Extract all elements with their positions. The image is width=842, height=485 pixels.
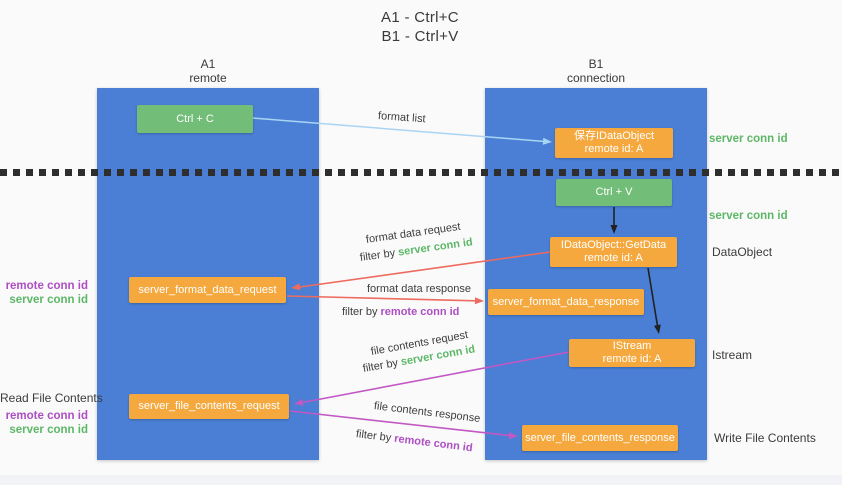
server-conn-id-label: server conn id [9, 294, 88, 306]
filter-prefix: filter by [355, 428, 392, 445]
save-dataobject-line2: remote id: A [584, 143, 644, 155]
read-file-contents-label: Read File Contents [0, 391, 103, 405]
server-file-contents-response-node: server_file_contents_response [522, 425, 678, 451]
istream-line1: IStream [612, 340, 652, 352]
server-file-contents-request-node: server_file_contents_request [129, 394, 289, 419]
file-contents-response-label: file contents response [373, 400, 481, 425]
server-file-contents-response-label: server_file_contents_response [525, 431, 675, 444]
filter-prefix: filter by [342, 306, 378, 318]
format-list-label: format list [377, 110, 426, 126]
format-data-response-filter: filter by remote conn id [342, 306, 459, 318]
file-contents-response-filter: filter by remote conn id [355, 428, 473, 454]
write-file-contents-label: Write File Contents [714, 431, 816, 445]
left-file-conn-ids: remote conn id server conn id [0, 409, 88, 437]
filter-key-remote-conn-id: remote conn id [393, 432, 474, 455]
ctrl-c-node: Ctrl + C [137, 105, 253, 133]
left-request-conn-ids: remote conn id server conn id [0, 279, 88, 307]
title-line-ctrl-v: B1 - Ctrl+V [381, 28, 459, 45]
server-format-data-request-label: server_format_data_request [138, 283, 277, 296]
ctrl-c-label: Ctrl + C [176, 112, 214, 125]
bottom-strip [0, 475, 842, 485]
ctrl-v-label: Ctrl + V [595, 186, 633, 198]
dashed-divider [0, 169, 842, 176]
istream-line2: remote id: A [602, 353, 662, 365]
server-conn-id-mid-label: server conn id [709, 210, 788, 222]
filter-prefix: filter by [359, 247, 396, 264]
ctrl-v-node: Ctrl + V [556, 179, 672, 206]
column-b-header: B1 connection [536, 57, 656, 85]
column-a-header: A1 remote [148, 57, 268, 85]
format-data-response-arrowhead [474, 297, 484, 305]
format-data-response-label: format data response [367, 283, 471, 295]
server-conn-id-top-label: server conn id [709, 133, 788, 145]
server-format-data-request-node: server_format_data_request [129, 277, 286, 303]
server-file-contents-request-label: server_file_contents_request [138, 400, 280, 412]
column-b-name: B1 [588, 57, 604, 71]
server-format-data-response-node: server_format_data_response [488, 289, 644, 315]
title-line-ctrl-c: A1 - Ctrl+C [381, 9, 459, 26]
remote-conn-id-label: remote conn id [5, 410, 88, 422]
save-dataobject-node: 保存IDataObject remote id: A [555, 128, 673, 158]
dataobject-label: DataObject [712, 245, 773, 259]
save-dataobject-line1: 保存IDataObject [573, 130, 655, 142]
column-a-subtitle: remote [189, 71, 227, 85]
column-a-name: A1 [200, 57, 216, 71]
istream-node: IStream remote id: A [569, 339, 695, 367]
diagram-title: A1 - Ctrl+C B1 - Ctrl+V [320, 8, 520, 46]
getdata-line2: remote id: A [584, 252, 643, 264]
server-conn-id-label: server conn id [9, 424, 88, 436]
filter-prefix: filter by [361, 356, 399, 375]
column-b-subtitle: connection [566, 71, 626, 85]
remote-conn-id-label: remote conn id [5, 280, 88, 292]
getdata-node: IDataObject::GetData remote id: A [550, 237, 677, 267]
istream-label: Istream [712, 348, 753, 362]
filter-key-remote-conn-id: remote conn id [380, 306, 460, 318]
server-format-data-response-label: server_format_data_response [492, 295, 640, 308]
getdata-line1: IDataObject::GetData [560, 239, 667, 251]
